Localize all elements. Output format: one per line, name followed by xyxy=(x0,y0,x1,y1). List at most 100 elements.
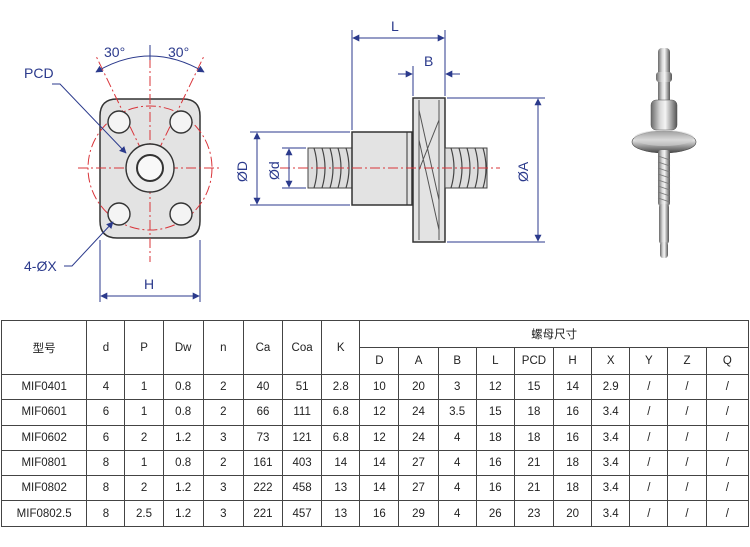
header-n: n xyxy=(202,320,244,375)
table-cell: / xyxy=(667,399,707,426)
table-cell: 26 xyxy=(475,500,515,527)
header-ca: Ca xyxy=(242,320,284,375)
photo-shaft-thread xyxy=(658,150,670,206)
table-cell: 4 xyxy=(437,449,477,477)
header-d: d xyxy=(86,320,126,375)
table-cell: 13 xyxy=(321,500,361,527)
table-cell: 3 xyxy=(202,424,244,451)
photo-flange-top xyxy=(634,130,694,146)
table-cell: 0.8 xyxy=(162,449,204,477)
technical-drawing: 30° 30° PCD 4-ØX H xyxy=(24,18,697,302)
odsmall-label: Ød xyxy=(266,161,282,180)
table-cell: / xyxy=(705,500,750,527)
subheader-D: D xyxy=(359,347,400,375)
table-cell: 458 xyxy=(282,475,323,502)
table-cell: 1.2 xyxy=(162,475,204,502)
table-cell: 27 xyxy=(398,449,439,477)
table-cell: 1 xyxy=(124,449,164,477)
table-cell: 6.8 xyxy=(321,424,361,451)
table-cell: 3.4 xyxy=(591,399,631,426)
header-k: K xyxy=(321,320,361,375)
angle-label-right: 30° xyxy=(168,44,189,60)
table-cell: / xyxy=(629,399,669,426)
photo-nut-body xyxy=(650,99,678,131)
photo-thread-lines xyxy=(657,155,671,203)
table-cell: / xyxy=(667,373,707,401)
table-cell: 1.2 xyxy=(162,500,204,527)
table-cell: 29 xyxy=(398,500,439,527)
holes-leader xyxy=(64,221,114,267)
flange-front-view: 30° 30° PCD 4-ØX H xyxy=(24,44,222,302)
bolt-hole-bl xyxy=(107,202,131,226)
table-cell: 2 xyxy=(202,399,244,426)
table-cell: / xyxy=(705,475,750,502)
bolt-hole-tl xyxy=(107,110,131,134)
table-cell: 12 xyxy=(475,373,515,401)
od-label: ØD xyxy=(234,161,250,182)
header-dw: Dw xyxy=(162,320,204,375)
table-cell: 2 xyxy=(202,373,244,401)
bolt-hole-tr xyxy=(169,110,193,134)
table-cell: 6 xyxy=(86,424,126,451)
table-cell: 16 xyxy=(553,424,593,451)
table-cell: 3 xyxy=(202,475,244,502)
model-cell: MIF0802 xyxy=(0,475,88,502)
b-label: B xyxy=(424,53,433,69)
table-cell: 121 xyxy=(282,424,323,451)
table-cell: 24 xyxy=(398,399,439,426)
table-cell: 0.8 xyxy=(162,373,204,401)
photo-shaft-top-ring xyxy=(656,72,672,82)
table-cell: / xyxy=(705,424,750,451)
central-bore-inner xyxy=(136,154,164,182)
table-cell: 4 xyxy=(437,475,477,502)
table-cell: / xyxy=(629,500,669,527)
table-cell: 1 xyxy=(124,373,164,401)
l-label: L xyxy=(391,18,399,34)
table-cell: 8 xyxy=(86,449,126,477)
table-cell: 16 xyxy=(475,475,515,502)
photo-shaft-bottom xyxy=(659,204,669,244)
table-cell: 4 xyxy=(437,500,477,527)
table-cell: 14 xyxy=(321,449,361,477)
table-cell: 23 xyxy=(513,500,555,527)
table-cell: 2.5 xyxy=(124,500,164,527)
table-cell: 4 xyxy=(437,424,477,451)
table-cell: 1.2 xyxy=(162,424,204,451)
table-cell: 18 xyxy=(553,475,593,502)
table-cell: 2.9 xyxy=(591,373,631,401)
ballscrew-photo xyxy=(631,48,697,258)
table-cell: 3 xyxy=(202,500,244,527)
oa-label: ØA xyxy=(515,161,531,182)
table-cell: 66 xyxy=(242,399,284,426)
table-cell: 6.8 xyxy=(321,399,361,426)
table-cell: / xyxy=(705,399,750,426)
pcd-leader xyxy=(52,83,127,154)
table-cell: 2 xyxy=(124,475,164,502)
table-cell: 15 xyxy=(513,373,555,401)
header-p: P xyxy=(124,320,164,375)
table-cell: 14 xyxy=(553,373,593,401)
table-cell: 2 xyxy=(124,424,164,451)
nut-flange xyxy=(412,97,446,243)
table-cell: / xyxy=(667,475,707,502)
table-cell: 73 xyxy=(242,424,284,451)
table-cell: 2 xyxy=(202,449,244,477)
model-cell: MIF0602 xyxy=(0,424,88,451)
photo-shaft-tip xyxy=(660,242,668,258)
subheader-PCD: PCD xyxy=(513,347,555,375)
table-cell: 3.4 xyxy=(591,500,631,527)
table-cell: 14 xyxy=(359,449,400,477)
table-cell: / xyxy=(667,500,707,527)
table-cell: 403 xyxy=(282,449,323,477)
table-cell: 222 xyxy=(242,475,284,502)
spec-table: 型号 d P Dw n Ca Coa K 螺母尺寸 D A B L PCD H … xyxy=(0,320,750,527)
nut-side-view: L B ØD Ød ØA xyxy=(234,18,545,243)
table-cell: 21 xyxy=(513,449,555,477)
table-cell: / xyxy=(667,449,707,477)
table-cell: 18 xyxy=(553,449,593,477)
